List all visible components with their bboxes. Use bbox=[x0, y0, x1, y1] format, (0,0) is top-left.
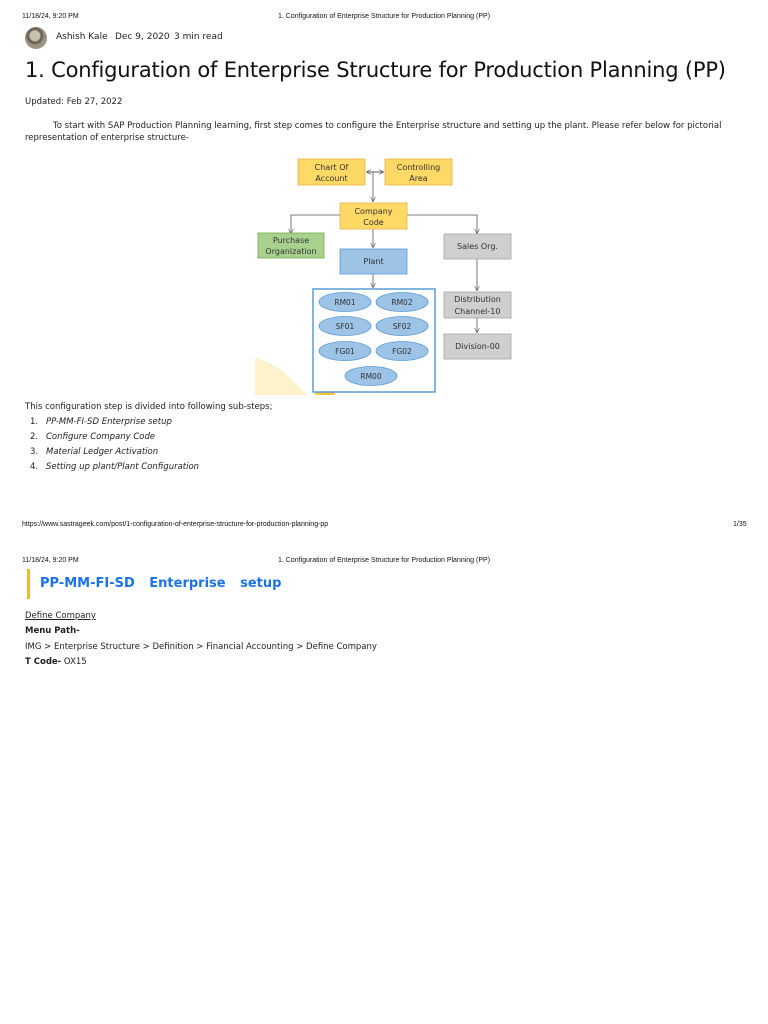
sales-org-label: Sales Org. bbox=[457, 242, 498, 251]
menu-path-label: Menu Path- bbox=[25, 626, 80, 636]
updated-date: Updated: Feb 27, 2022 bbox=[25, 97, 123, 107]
intro-paragraph: To start with SAP Production Planning le… bbox=[25, 121, 722, 143]
distribution-label-1: Distribution bbox=[454, 295, 501, 304]
list-item[interactable]: 4. Setting up plant/Plant Configuration bbox=[30, 460, 199, 475]
author-avatar[interactable] bbox=[25, 27, 47, 49]
chart-of-account-box: Chart Of Account bbox=[297, 158, 366, 186]
step-number: 2. bbox=[30, 432, 39, 442]
division-box: Division-00 bbox=[443, 333, 512, 360]
define-company-link[interactable]: Define Company bbox=[25, 611, 96, 621]
division-label: Division-00 bbox=[455, 342, 500, 351]
storage-location-fg01: FG01 bbox=[335, 347, 355, 356]
step-number: 3. bbox=[30, 447, 39, 457]
step-text: Setting up plant/Plant Configuration bbox=[46, 462, 200, 472]
read-time: 3 min read bbox=[174, 32, 223, 42]
storage-location-fg02: FG02 bbox=[392, 347, 412, 356]
section-title: PP-MM-FI-SD Enterprise setup bbox=[40, 576, 282, 591]
storage-location-rm00: RM00 bbox=[360, 372, 381, 381]
list-item[interactable]: 1. PP-MM-FI-SD Enterprise setup bbox=[30, 415, 199, 430]
plant-label: Plant bbox=[363, 257, 383, 266]
enterprise-structure-diagram: Chart Of Account Controlling Area Compan… bbox=[255, 158, 512, 395]
print-header-datetime: 11/18/24, 9:20 PM bbox=[22, 13, 79, 20]
storage-location-rm02: RM02 bbox=[391, 298, 412, 307]
distribution-label-2: Channel-10 bbox=[455, 307, 501, 316]
print-header-title: 1. Configuration of Enterprise Structure… bbox=[277, 557, 491, 564]
menu-path: IMG > Enterprise Structure > Definition … bbox=[25, 642, 377, 652]
tcode-line: T Code- OX15 bbox=[25, 657, 87, 667]
list-item[interactable]: 2. Configure Company Code bbox=[30, 430, 199, 445]
list-item[interactable]: 3. Material Ledger Activation bbox=[30, 445, 199, 460]
storage-location-sf01: SF01 bbox=[336, 322, 355, 331]
author-name[interactable]: Ashish Kale bbox=[56, 32, 108, 42]
purchase-org-label-2: Organization bbox=[265, 247, 316, 256]
section-accent-bar bbox=[27, 569, 30, 599]
decorative-shape bbox=[255, 358, 307, 395]
print-header-datetime: 11/18/24, 9:20 PM bbox=[22, 557, 79, 564]
step-text: Configure Company Code bbox=[46, 432, 156, 442]
company-code-box: Company Code bbox=[339, 202, 408, 230]
print-header-title: 1. Configuration of Enterprise Structure… bbox=[277, 13, 491, 20]
tcode-value: OX15 bbox=[61, 657, 87, 667]
chart-of-account-label-1: Chart Of bbox=[315, 163, 349, 172]
step-number: 4. bbox=[30, 462, 39, 472]
company-code-label-2: Code bbox=[363, 218, 384, 227]
substeps-list: 1. PP-MM-FI-SD Enterprise setup 2. Configu… bbox=[30, 415, 199, 475]
controlling-area-box: Controlling Area bbox=[384, 158, 453, 186]
controlling-area-label-2: Area bbox=[409, 174, 428, 183]
controlling-area-label-1: Controlling bbox=[397, 163, 441, 172]
substeps-intro: This configuration step is divided into … bbox=[25, 402, 273, 412]
storage-location-sf02: SF02 bbox=[393, 322, 412, 331]
plant-box: Plant bbox=[339, 248, 408, 275]
page-number: 1/35 bbox=[733, 521, 747, 528]
storage-location-ovals bbox=[318, 292, 429, 386]
step-text: PP-MM-FI-SD Enterprise setup bbox=[46, 417, 172, 427]
purchase-organization-box: Purchase Organization bbox=[257, 232, 325, 259]
step-text: Material Ledger Activation bbox=[46, 447, 159, 457]
sales-org-box: Sales Org. bbox=[443, 233, 512, 260]
page-title: 1. Configuration of Enterprise Structure… bbox=[25, 58, 726, 82]
chart-of-account-label-2: Account bbox=[315, 174, 347, 183]
tcode-label: T Code- bbox=[25, 657, 62, 667]
storage-location-rm01: RM01 bbox=[334, 298, 355, 307]
purchase-org-label-1: Purchase bbox=[273, 236, 309, 245]
post-date: Dec 9, 2020 bbox=[115, 32, 170, 42]
page-footer-url[interactable]: https://www.sastrageek.com/post/1-config… bbox=[22, 521, 329, 528]
distribution-channel-box: Distribution Channel-10 bbox=[443, 291, 512, 319]
company-code-label-1: Company bbox=[354, 207, 392, 216]
step-number: 1. bbox=[30, 417, 39, 427]
